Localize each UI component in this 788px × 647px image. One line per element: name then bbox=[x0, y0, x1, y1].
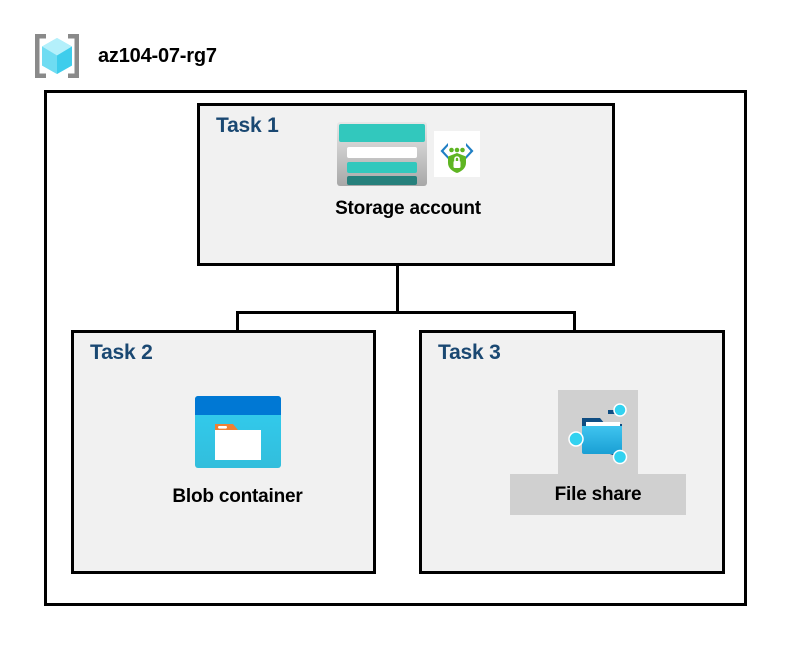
node-file-share: File share bbox=[510, 390, 686, 515]
task-1-label: Task 1 bbox=[216, 114, 279, 137]
resource-group-cube-icon bbox=[30, 29, 84, 83]
file-share-caption: File share bbox=[554, 483, 642, 505]
storage-account-icon bbox=[336, 121, 428, 187]
file-share-caption-highlight: File share bbox=[510, 474, 686, 515]
resource-group-header: az104-07-rg7 bbox=[30, 28, 217, 84]
node-storage-account: Storage account bbox=[298, 120, 518, 220]
node-blob-container: Blob container bbox=[150, 392, 325, 508]
file-share-icon-highlight bbox=[558, 390, 638, 474]
file-share-icon bbox=[562, 398, 634, 470]
blob-container-caption: Blob container bbox=[172, 486, 303, 507]
storage-security-shield-icon bbox=[434, 131, 480, 177]
task-2-label: Task 2 bbox=[90, 341, 153, 364]
connector-horizontal-bus bbox=[236, 311, 576, 314]
connector-storage-to-bus bbox=[396, 266, 399, 314]
resource-group-name: az104-07-rg7 bbox=[98, 44, 217, 67]
storage-account-caption: Storage account bbox=[335, 198, 481, 219]
blob-container-icon bbox=[192, 392, 284, 472]
task-3-label: Task 3 bbox=[438, 341, 501, 364]
